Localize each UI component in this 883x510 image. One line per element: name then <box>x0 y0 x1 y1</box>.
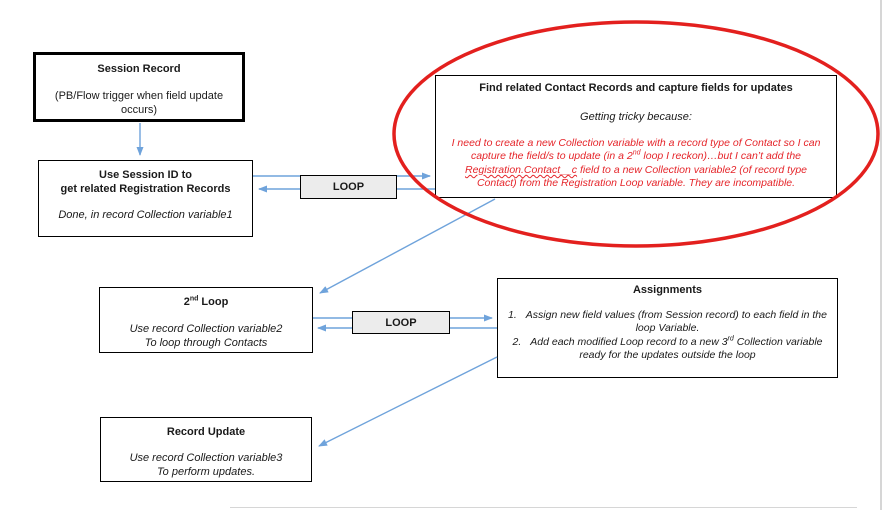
node-note-line2: To perform updates. <box>156 466 256 479</box>
node-loop-2[interactable]: LOOP <box>352 311 450 334</box>
node-assignments[interactable]: Assignments 1. Assign new field values (f… <box>497 278 838 378</box>
title-sup: nd <box>189 295 199 303</box>
item-text-seg1: Add each modified Loop record to a new 3 <box>530 335 728 348</box>
node-second-loop[interactable]: 2nd Loop Use record Collection variable2… <box>99 287 313 353</box>
node-title: Record Update <box>166 426 246 438</box>
item-number: 1. <box>508 308 517 321</box>
node-body: (PB/Flow trigger when field update occur… <box>54 89 224 116</box>
loop-label: LOOP <box>332 181 365 193</box>
assignment-item-1: 1. Assign new field values (from Session … <box>504 309 831 336</box>
assignment-item-2: 2. Add each modified Loop record to a new… <box>504 335 831 363</box>
node-note-line1: Use record Collection variable2 <box>129 322 283 335</box>
slide-bottom-edge <box>230 507 857 508</box>
slide-right-edge <box>880 0 882 510</box>
red-note-field-name: Registration.Contact__c <box>464 163 578 176</box>
node-title-line2: get related Registration Records <box>60 182 231 195</box>
node-session-record[interactable]: Session Record (PB/Flow trigger when fie… <box>33 52 245 122</box>
node-title: Session Record <box>97 63 181 75</box>
node-subtitle: Getting tricky because: <box>580 110 692 123</box>
node-title: 2nd Loop <box>100 295 312 310</box>
node-find-contacts[interactable]: Find related Contact Records and capture… <box>435 75 837 198</box>
arrow-find-to-secondloop <box>319 198 496 294</box>
node-record-update[interactable]: Record Update Use record Collection vari… <box>100 417 312 482</box>
title-rest: Loop <box>198 296 229 308</box>
node-red-note: I need to create a new Collection variab… <box>446 137 826 191</box>
item-text-sup: rd <box>727 335 734 343</box>
arrow-assignments-to-update <box>318 356 498 447</box>
red-note-seg2: loop I reckon)…but I can’t add the <box>640 150 801 163</box>
node-loop-1[interactable]: LOOP <box>300 175 397 199</box>
item-text: Assign new field values (from Session re… <box>525 308 827 335</box>
loop-label: LOOP <box>385 316 417 329</box>
node-note-line2: To loop through Contacts <box>144 337 268 350</box>
node-title: Find related Contact Records and capture… <box>479 82 793 94</box>
node-title: Assignments <box>632 284 703 296</box>
title-num: 2 <box>183 296 190 308</box>
node-title-line1: Use Session ID to <box>99 169 192 181</box>
node-note-line1: Use record Collection variable3 <box>129 451 283 464</box>
node-get-registrations[interactable]: Use Session ID to get related Registrati… <box>38 160 253 237</box>
item-number: 2. <box>512 335 522 348</box>
node-note: Done, in record Collection variable1 <box>58 208 233 221</box>
item-text-seg2: Collection variable ready for the update… <box>579 335 823 362</box>
